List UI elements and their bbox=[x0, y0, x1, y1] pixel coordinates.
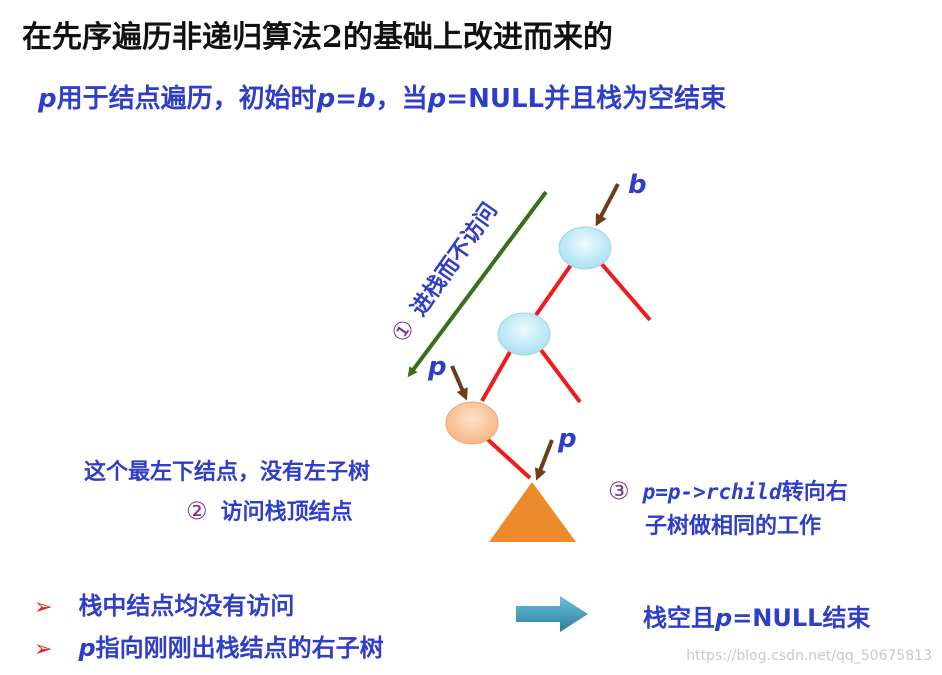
label-p-left: p bbox=[428, 352, 447, 382]
step3-label: ③ p=p->rchild转向右 bbox=[608, 474, 848, 506]
step3-text2: 子树做相同的工作 bbox=[645, 514, 822, 539]
tree-node-middle bbox=[497, 312, 551, 356]
subtitle-p1: p bbox=[38, 84, 57, 114]
edge-mid-right bbox=[539, 348, 582, 404]
edge-root-left bbox=[534, 260, 575, 317]
result-text2: =NULL结束 bbox=[732, 604, 871, 632]
push-arrow bbox=[407, 190, 548, 378]
subtitle-t2: ，当 bbox=[375, 84, 428, 114]
bullet-item-1: ➢ 栈中结点均没有访问 bbox=[34, 586, 294, 621]
right-subtree-triangle bbox=[489, 482, 576, 542]
result-text1: 栈空且 bbox=[643, 604, 715, 632]
pointer-p-right-arrow bbox=[534, 439, 554, 481]
result-arrow bbox=[516, 596, 588, 632]
subtitle-p3: p bbox=[427, 84, 447, 114]
bullet-text-1: 栈中结点均没有访问 bbox=[78, 592, 295, 620]
step3-text1: 转向右 bbox=[781, 480, 848, 505]
step3-code: p=p->rchild bbox=[642, 480, 782, 504]
bullet-prefix-2: p bbox=[78, 634, 96, 662]
step2-text: 访问栈顶结点 bbox=[220, 500, 353, 525]
pointer-p-left-arrow bbox=[450, 365, 468, 401]
watermark: https://blog.csdn.net/qq_50675813 bbox=[686, 648, 932, 664]
tree-node-root bbox=[558, 226, 612, 270]
step2-number: ② bbox=[186, 497, 208, 525]
edge-root-right bbox=[598, 260, 652, 322]
subtitle: p用于结点遍历，初始时p=b，当p=NULL并且栈为空结束 bbox=[38, 78, 726, 115]
bullet-item-2: ➢ p指向刚刚出栈结点的右子树 bbox=[34, 628, 384, 663]
edge-mid-left bbox=[480, 351, 512, 402]
subtitle-p2: p=b bbox=[316, 84, 376, 114]
bullet-marker-2: ➢ bbox=[34, 637, 53, 662]
label-p-right: p bbox=[558, 424, 577, 454]
bullet-text-2: 指向刚刚出栈结点的右子树 bbox=[95, 634, 384, 662]
result-text: 栈空且p=NULL结束 bbox=[643, 598, 870, 633]
subtitle-t1: 用于结点遍历，初始时 bbox=[56, 84, 317, 114]
bullet-marker-1: ➢ bbox=[34, 595, 53, 620]
result-p: p bbox=[715, 604, 733, 632]
subtitle-t3: =NULL并且栈为空结束 bbox=[446, 84, 727, 114]
page-title: 在先序遍历非递归算法2的基础上改进而来的 bbox=[22, 20, 613, 55]
pointer-b-arrow bbox=[595, 183, 620, 227]
label-b: b bbox=[628, 170, 647, 200]
step2-label: ② 访问栈顶结点 bbox=[186, 494, 353, 526]
leftmost-note: 这个最左下结点，没有左子树 bbox=[84, 460, 371, 485]
tree-node-leftmost bbox=[445, 401, 499, 445]
edge-leaf-right bbox=[483, 435, 532, 480]
step3-number: ③ bbox=[608, 477, 630, 505]
